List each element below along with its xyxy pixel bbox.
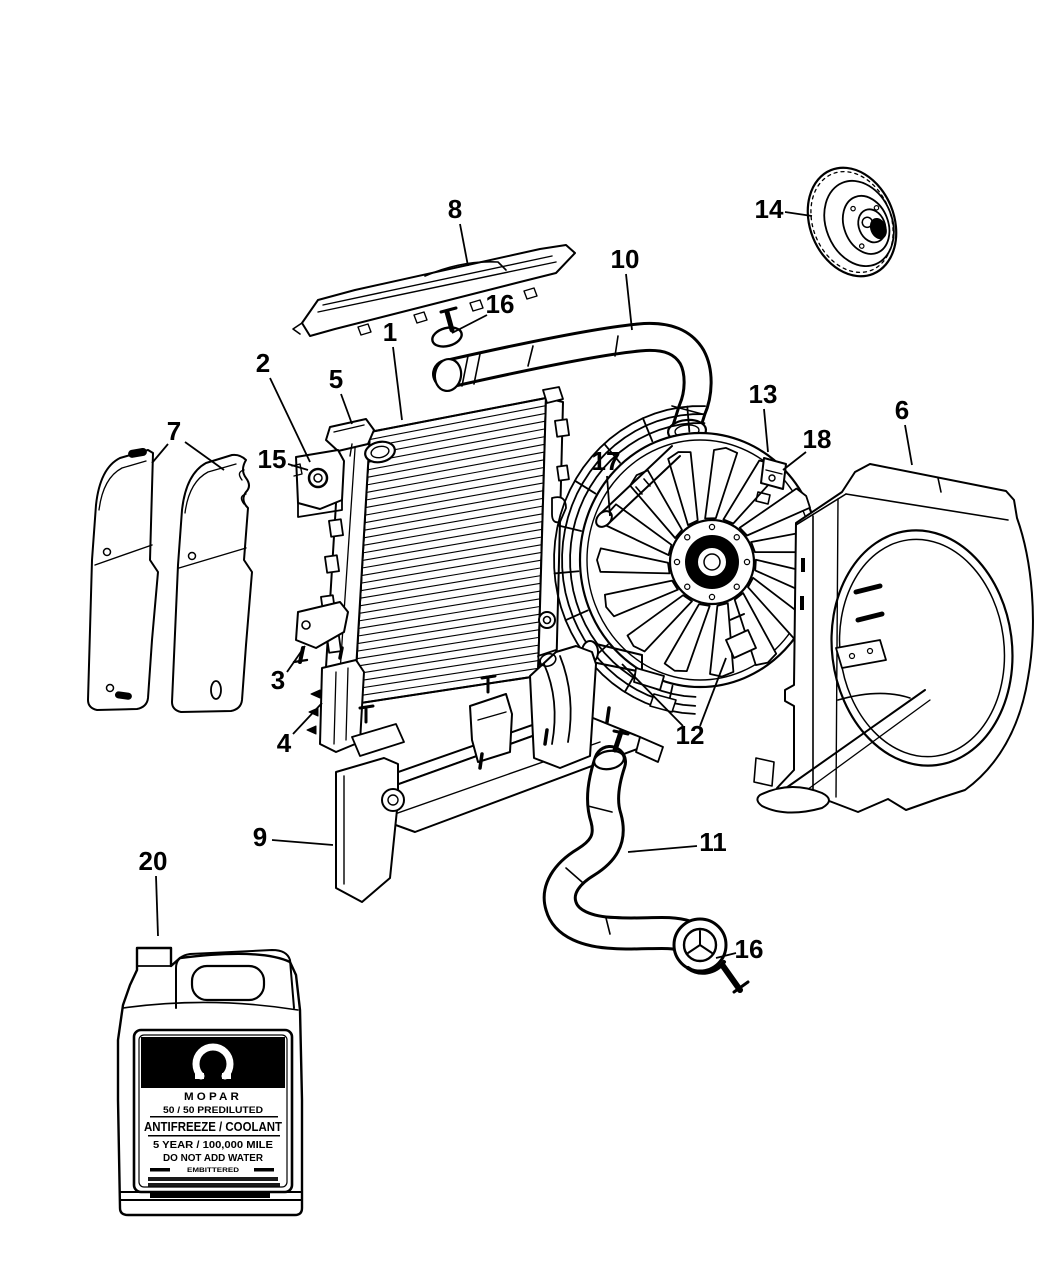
svg-text:12: 12 bbox=[676, 720, 705, 750]
svg-text:7: 7 bbox=[167, 416, 181, 446]
callout-11: 11 bbox=[627, 827, 727, 857]
callout-2: 2 bbox=[256, 348, 311, 463]
svg-text:4: 4 bbox=[277, 728, 292, 758]
air-deflector-plates bbox=[87, 447, 253, 713]
svg-text:9: 9 bbox=[253, 822, 267, 852]
svg-text:16: 16 bbox=[486, 289, 515, 319]
callout-3: 3 bbox=[271, 645, 306, 695]
callout-16-upper: 16 bbox=[451, 289, 515, 334]
fan-clutch bbox=[806, 166, 898, 278]
jug-label bbox=[132, 1028, 294, 1194]
callout-16-lower: 16 bbox=[715, 934, 764, 964]
callout-7: 7 bbox=[151, 416, 225, 471]
callout-10: 10 bbox=[611, 244, 640, 331]
callout-20: 20 bbox=[139, 846, 168, 937]
callout-17: 17 bbox=[592, 446, 621, 517]
lower-air-duct bbox=[335, 645, 664, 903]
callout-14: 14 bbox=[755, 194, 813, 224]
svg-text:13: 13 bbox=[749, 379, 778, 409]
jug-line4-text: DO NOT ADD WATER bbox=[163, 1153, 264, 1164]
jug-line1-text: 50 / 50 PREDILUTED bbox=[163, 1105, 263, 1116]
callout-13: 13 bbox=[749, 379, 778, 453]
svg-text:16: 16 bbox=[735, 934, 764, 964]
fan-bracket-18 bbox=[755, 457, 787, 505]
filler-neck-bracket bbox=[325, 418, 375, 457]
callout-15: 15 bbox=[258, 444, 309, 474]
coolant-jug bbox=[116, 946, 304, 1217]
cooling-fan bbox=[553, 405, 826, 715]
lower-radiator-hose bbox=[542, 729, 728, 973]
fan-shroud bbox=[753, 463, 1034, 814]
svg-text:6: 6 bbox=[895, 395, 909, 425]
fan-support-tube bbox=[595, 445, 681, 528]
svg-text:2: 2 bbox=[256, 348, 270, 378]
jug-brand-text: MOPAR bbox=[184, 1091, 242, 1103]
radiator-mount-bracket bbox=[291, 449, 345, 518]
upper-hose-clamp bbox=[431, 306, 463, 348]
svg-text:18: 18 bbox=[803, 424, 832, 454]
callout-12: 12 bbox=[621, 657, 727, 750]
svg-text:10: 10 bbox=[611, 244, 640, 274]
mopar-logo bbox=[192, 1043, 234, 1080]
jug-line3-text: 5 YEAR / 100,000 MILE bbox=[153, 1140, 273, 1151]
lower-hose-clamp bbox=[686, 960, 750, 994]
jug-line5-text: EMBITTERED bbox=[187, 1167, 239, 1174]
jug-line2-text: ANTIFREEZE / COOLANT bbox=[144, 1119, 282, 1134]
upper-air-seal-crossmember bbox=[292, 244, 576, 337]
svg-text:5: 5 bbox=[329, 364, 343, 394]
svg-text:20: 20 bbox=[139, 846, 168, 876]
svg-text:15: 15 bbox=[258, 444, 287, 474]
callout-8: 8 bbox=[448, 194, 469, 267]
callout-5: 5 bbox=[329, 364, 353, 425]
svg-text:11: 11 bbox=[699, 827, 727, 857]
callout-1: 1 bbox=[383, 317, 403, 421]
callout-6: 6 bbox=[895, 395, 913, 466]
svg-text:3: 3 bbox=[271, 665, 285, 695]
callout-9: 9 bbox=[253, 822, 334, 852]
svg-text:14: 14 bbox=[755, 194, 784, 224]
callout-18: 18 bbox=[782, 424, 832, 471]
svg-text:1: 1 bbox=[383, 317, 397, 347]
svg-text:17: 17 bbox=[592, 446, 621, 476]
callout-4: 4 bbox=[277, 702, 323, 758]
svg-text:8: 8 bbox=[448, 194, 462, 224]
